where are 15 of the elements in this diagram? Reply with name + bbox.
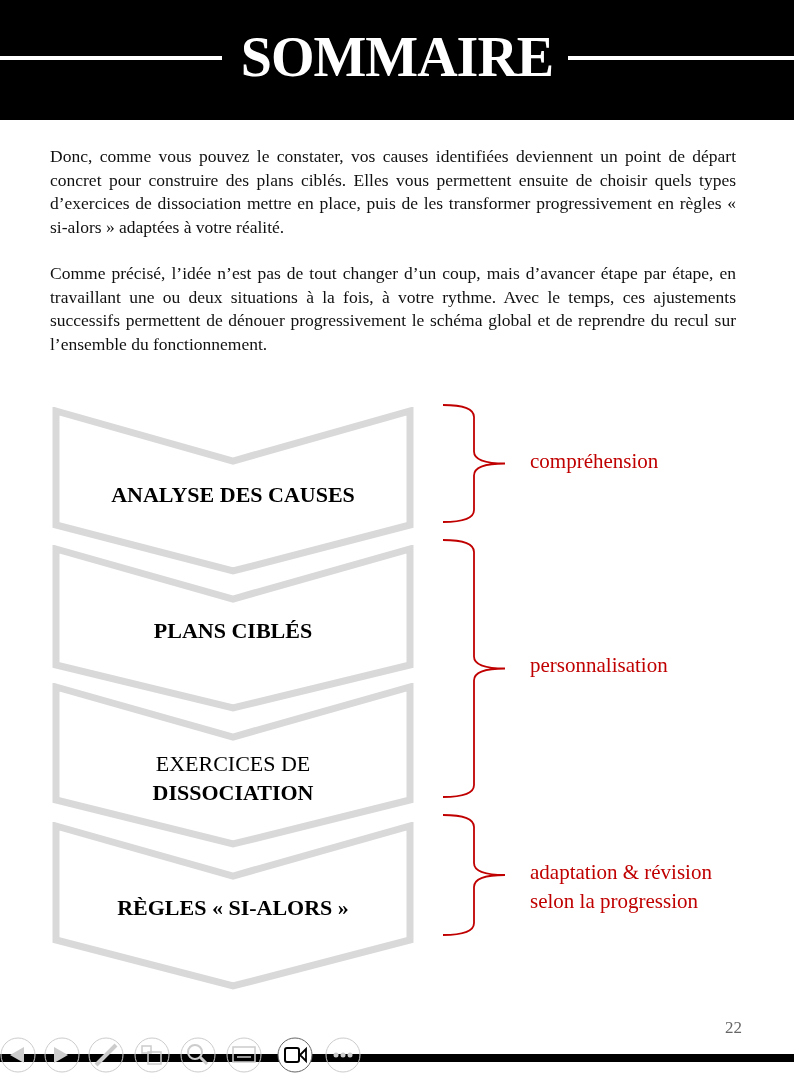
page-title: SOMMAIRE <box>239 25 555 90</box>
bracket-label: compréhension <box>530 448 660 475</box>
page-number: 22 <box>724 1018 742 1038</box>
step-label: ANALYSE DES CAUSES <box>110 481 356 509</box>
bracket-label: personnalisation <box>530 652 669 679</box>
chevron-step <box>52 545 414 712</box>
chevron-step <box>52 683 414 848</box>
step-label: PLANS CIBLÉS <box>152 617 314 645</box>
chevron-step <box>52 822 414 990</box>
chevron-step <box>52 407 414 575</box>
body-paragraph: Comme précisé, l’idée n’est pas de tout changer d’un coup, mais d’avancer étape par étape, en travaillant une ou deux situations à la fois, à votre rythme. Avec le temps, ces ajustements successifs permettent de dénouer progressivement le schéma global et de reprendre du recul sur l’ensemble du fonctionnement. <box>50 262 736 356</box>
bracket-label: adaptation & révision selon la progression <box>530 859 713 915</box>
step-label: RÈGLES « SI-ALORS » <box>116 894 350 922</box>
body-paragraph: Donc, comme vous pouvez le constater, vos causes identifiées deviennent un point de départ concret pour construire des plans ciblés. Elles vous permettent ensuite de choisir quels types d’exercices de dissociation mettre en place, puis de les transformer progressivement en règles « si-alors » adaptées à votre réalité. <box>50 145 736 239</box>
step-label: EXERCICES DE DISSOCIATION <box>151 750 315 807</box>
